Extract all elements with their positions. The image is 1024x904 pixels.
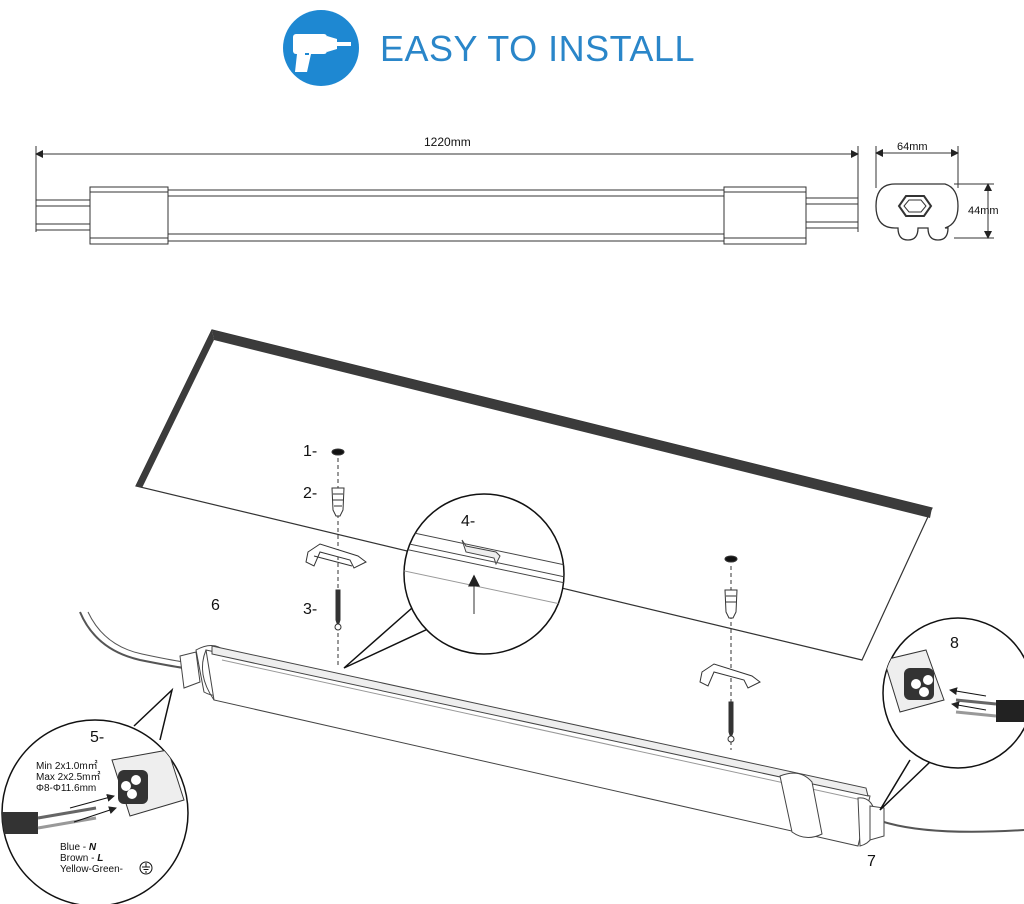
wall-plug: [331, 487, 345, 517]
step-3-label: 3-: [303, 601, 317, 618]
blue-wire-label: Blue - N: [60, 842, 97, 853]
drill-icon: [283, 10, 359, 86]
brown-wire-label: Brown - L: [60, 853, 103, 864]
header: EASY TO INSTALL: [0, 0, 1024, 96]
end-profile-drawing: [875, 146, 994, 241]
drill-hole: [331, 448, 345, 456]
detail-circle-clip: [343, 493, 565, 669]
width-dimension-label: 64mm: [897, 141, 928, 153]
led-tube: [79, 611, 1024, 847]
ceiling-panel: [135, 329, 933, 661]
page-title: EASY TO INSTALL: [380, 28, 695, 69]
detail-circle-wiring-right: [879, 617, 1024, 811]
step-8-label: 8: [950, 635, 959, 652]
step-2-label: 2-: [303, 485, 317, 502]
mounting-hardware-left: [305, 448, 367, 668]
length-dimension-label: 1220mm: [424, 135, 471, 149]
screw: [335, 589, 341, 628]
side-view-drawing: [35, 146, 859, 245]
step-6-label: 6: [211, 597, 220, 614]
wire-max-spec: Max 2x2.5m㎡: [36, 771, 100, 783]
step-1-label: 1-: [303, 443, 317, 460]
mounting-clip: [305, 543, 367, 569]
step-5-label: 5-: [90, 729, 104, 746]
wire-min-spec: Min 2x1.0m㎡: [36, 760, 98, 772]
height-dimension-label: 44mm: [968, 205, 999, 217]
mounting-hardware-right: [699, 555, 761, 750]
cable-diameter-spec: Φ8-Φ11.6mm: [36, 783, 96, 794]
step-7-label: 7: [867, 853, 876, 870]
earth-wire-label: Yellow-Green-: [60, 864, 123, 875]
step-4-label: 4-: [461, 513, 475, 530]
detail-circle-wiring-left: [1, 687, 189, 904]
earth-ground-icon: [139, 861, 153, 875]
